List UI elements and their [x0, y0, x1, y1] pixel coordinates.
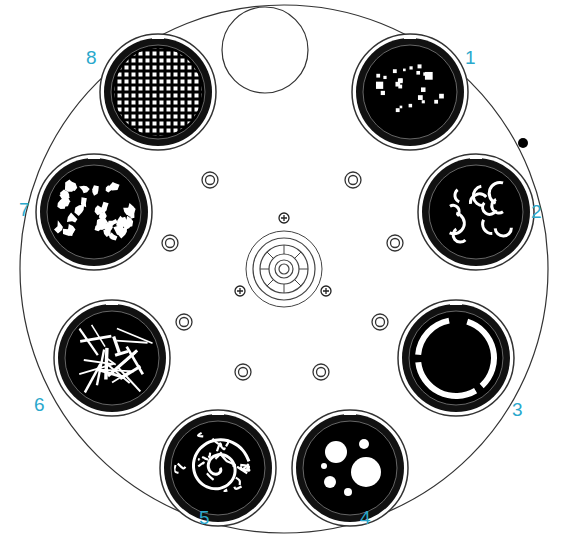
gobo-ring: [398, 300, 514, 416]
callout-number: 3: [512, 400, 523, 419]
hub-screw: [279, 213, 289, 223]
gobo-squares: [352, 34, 468, 150]
gobo-mesh: [100, 34, 216, 150]
retaining-screw: [162, 235, 178, 251]
callout-number: 1: [465, 48, 476, 67]
index-dot: [518, 138, 528, 148]
gobo-blobs: [36, 154, 152, 270]
retaining-screw: [372, 314, 388, 330]
gobo-dots: [292, 410, 408, 526]
center-hub: [246, 231, 322, 307]
open-aperture: [222, 7, 308, 93]
callout-number: 5: [199, 508, 210, 527]
retaining-screw: [235, 364, 251, 380]
retaining-screw: [202, 172, 218, 188]
gobo-sticks: [54, 300, 170, 416]
retaining-screw: [345, 172, 361, 188]
hub-screw: [235, 286, 245, 296]
callout-number: 4: [360, 508, 371, 527]
retaining-screw: [313, 364, 329, 380]
callout-number: 7: [19, 200, 30, 219]
gobo-arcs: [418, 154, 534, 270]
callout-number: 2: [531, 202, 542, 221]
gobo-swirl: [160, 410, 276, 526]
retaining-screw: [387, 235, 403, 251]
retaining-screw: [176, 314, 192, 330]
callout-number: 8: [86, 48, 97, 67]
wheel-disc: [20, 5, 548, 533]
callout-number: 6: [34, 395, 45, 414]
hub-screw: [321, 286, 331, 296]
